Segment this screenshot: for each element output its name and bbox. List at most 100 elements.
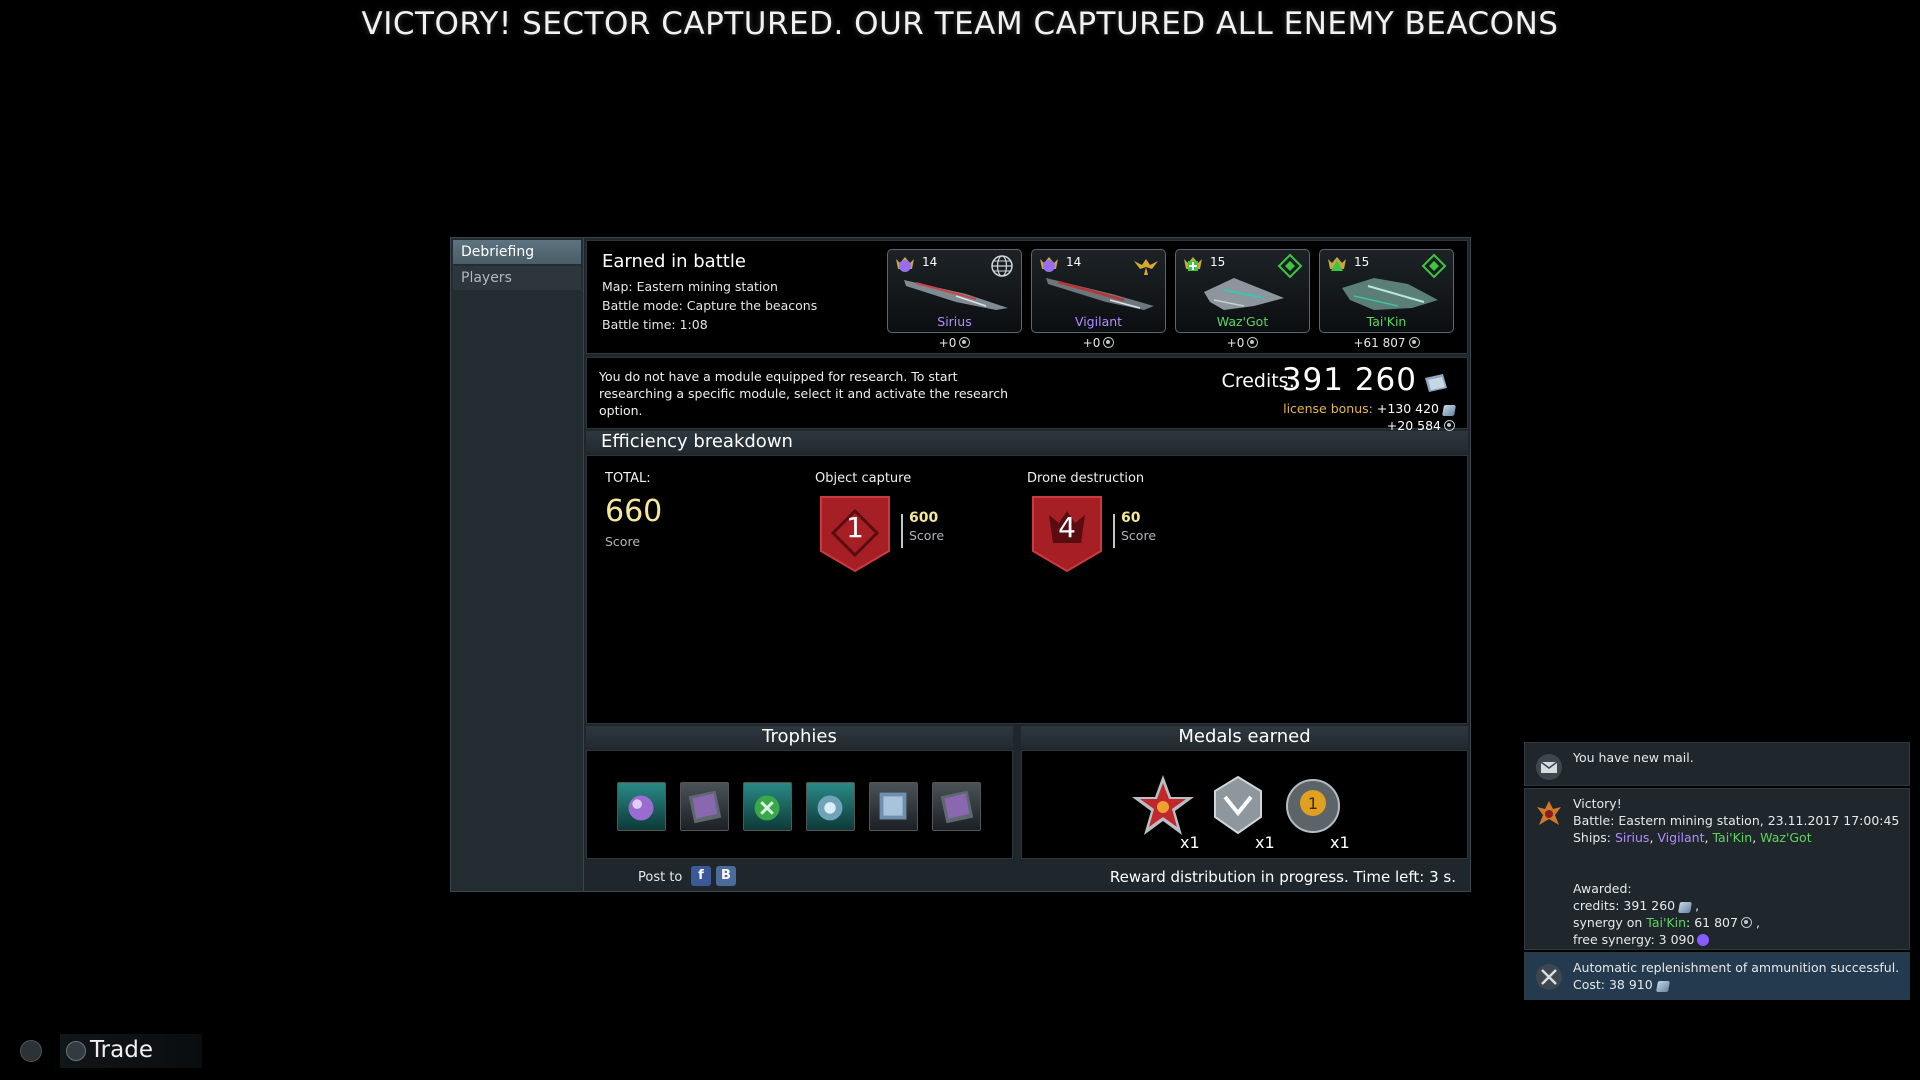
ship-taikin-icon	[1342, 278, 1438, 310]
trophy-item[interactable]	[680, 782, 729, 831]
ship-name: Waz'Got	[1216, 314, 1269, 329]
purple-orb-trophy-icon	[628, 795, 654, 821]
ship-level: 14	[1066, 255, 1082, 269]
ship-synergy-sirius: +0	[887, 336, 1022, 350]
victory-banner: VICTORY! SECTOR CAPTURED. OUR TEAM CAPTU…	[361, 6, 1559, 42]
object-capture-label: Object capture	[815, 471, 912, 486]
corporation-diamond-icon	[1421, 253, 1447, 279]
ammo-notification: Automatic replenishment of ammunition su…	[1524, 952, 1910, 1000]
medals-header: Medals earned	[1021, 726, 1468, 748]
trade-button[interactable]: Trade	[60, 1034, 202, 1068]
earned-in-battle-panel: Earned in battle Map: Eastern mining sta…	[586, 240, 1468, 354]
divider	[1113, 514, 1115, 548]
reward-status: Reward distribution in progress. Time le…	[1109, 868, 1456, 886]
object-capture-score: 600	[909, 510, 939, 526]
sidebar: Debriefing Players	[451, 238, 584, 891]
drone-destruction-score-label: Score	[1121, 528, 1157, 543]
debriefing-content: Earned in battle Map: Eastern mining sta…	[586, 238, 1470, 891]
ship-vigilant-icon	[1046, 278, 1154, 310]
ship-card-taikin[interactable]: 15 Tai'Kin	[1319, 249, 1454, 333]
trophy-item[interactable]	[617, 782, 666, 831]
ship-synergy-taikin: +61 807	[1319, 336, 1454, 350]
gold-medal-icon[interactable]: 1	[1280, 773, 1346, 839]
battle-time: Battle time: 1:08	[602, 317, 708, 332]
efficiency-title: Efficiency breakdown	[601, 431, 793, 452]
medals-panel: x1 x1 1 x1	[1021, 750, 1468, 859]
trophy-item[interactable]	[743, 782, 792, 831]
synergy-bonus: +20 584	[1387, 418, 1455, 433]
ship-level: 14	[922, 255, 938, 269]
tab-players[interactable]: Players	[453, 266, 581, 290]
credits-value: 391 260	[1281, 362, 1417, 398]
efficiency-header: Efficiency breakdown	[586, 431, 1468, 453]
drone-destruction-score: 60	[1121, 510, 1141, 526]
total-score: 660	[605, 494, 663, 529]
credits-icon	[1425, 374, 1447, 392]
victory-battle: Battle: Eastern mining station, 23.11.20…	[1573, 813, 1900, 828]
total-score-label: Score	[605, 534, 641, 549]
ammo-text: Automatic replenishment of ammunition su…	[1573, 960, 1900, 975]
trophy-item[interactable]	[869, 782, 918, 831]
notification-panel: You have new mail. Victory! Battle: East…	[1524, 742, 1910, 1002]
ship-card-wazgot[interactable]: 15 Waz'Got	[1175, 249, 1310, 333]
vk-share-button[interactable]: B	[716, 866, 736, 886]
ship-level: 15	[1210, 255, 1226, 269]
post-to-label: Post to	[638, 870, 683, 885]
victory-emblem-icon	[1537, 801, 1561, 825]
object-capture-count: 1	[846, 511, 864, 544]
victory-title: Victory!	[1573, 796, 1622, 811]
plate-trophy-icon	[940, 790, 974, 824]
mail-text: You have new mail.	[1573, 750, 1694, 765]
trophy-item[interactable]	[806, 782, 855, 831]
ship-sirius-icon	[904, 280, 1008, 310]
chat-icon[interactable]	[20, 1040, 42, 1062]
trophies-panel	[586, 750, 1013, 859]
blue-module-trophy-icon	[817, 795, 843, 821]
facebook-share-button[interactable]: f	[691, 866, 711, 886]
trade-label: Trade	[90, 1037, 153, 1063]
crossed-swords-icon	[1536, 964, 1562, 990]
object-capture-score-label: Score	[909, 528, 945, 543]
corporation-eagle-icon	[1134, 259, 1158, 275]
credits-icon	[1655, 981, 1670, 992]
mail-notification[interactable]: You have new mail.	[1524, 742, 1910, 786]
drone-destruction-count: 4	[1058, 511, 1076, 544]
mail-icon	[1536, 754, 1562, 780]
synergy-icon	[1247, 337, 1259, 348]
ship-name: Tai'Kin	[1366, 314, 1407, 329]
synergy-icon	[1444, 420, 1455, 431]
research-credits-panel: You do not have a module equipped for re…	[586, 357, 1468, 433]
synergy-icon	[1103, 337, 1115, 348]
victory-ships: Ships: Sirius, Vigilant, Tai'Kin, Waz'Go…	[1573, 830, 1812, 845]
silver-medal-icon[interactable]	[1205, 773, 1271, 839]
earned-title: Earned in battle	[602, 251, 746, 272]
rank-badge-icon	[1328, 257, 1346, 271]
ship-level: 15	[1354, 255, 1370, 269]
synergy-icon	[959, 337, 971, 348]
battle-map: Map: Eastern mining station	[602, 279, 778, 294]
rank-badge-icon	[896, 257, 914, 272]
debriefing-window: Debriefing Players Earned in battle Map:…	[450, 237, 1471, 892]
credits-label: Credits:	[1221, 370, 1295, 392]
drone-destruction-label: Drone destruction	[1027, 471, 1145, 486]
crate-trophy-icon	[879, 792, 907, 820]
medal-count: x1	[1255, 833, 1275, 852]
trophy-item[interactable]	[932, 782, 981, 831]
synergy-icon	[1740, 917, 1752, 928]
ship-card-sirius[interactable]: 14 Sirius	[887, 249, 1022, 333]
ship-card-vigilant[interactable]: 14 Vigilant	[1031, 249, 1166, 333]
red-star-medal-icon[interactable]	[1130, 773, 1196, 839]
credits-icon	[1442, 405, 1456, 416]
tab-debriefing[interactable]: Debriefing	[453, 240, 581, 264]
corporation-diamond-icon	[1277, 253, 1303, 279]
object-capture-shield-icon	[820, 496, 890, 573]
ammo-cost: Cost: 38 910	[1573, 976, 1901, 993]
awarded-free-synergy: free synergy: 3 090	[1573, 931, 1901, 948]
ship-synergy-wazgot: +0	[1175, 336, 1310, 350]
medal-count: x1	[1180, 833, 1200, 852]
ship-synergy-vigilant: +0	[1031, 336, 1166, 350]
ship-name: Vigilant	[1074, 314, 1123, 329]
trade-icon	[66, 1041, 86, 1061]
awarded-label: Awarded:	[1573, 881, 1632, 896]
efficiency-panel: TOTAL: 660 Score Object capture 1 600 Sc…	[586, 455, 1468, 724]
